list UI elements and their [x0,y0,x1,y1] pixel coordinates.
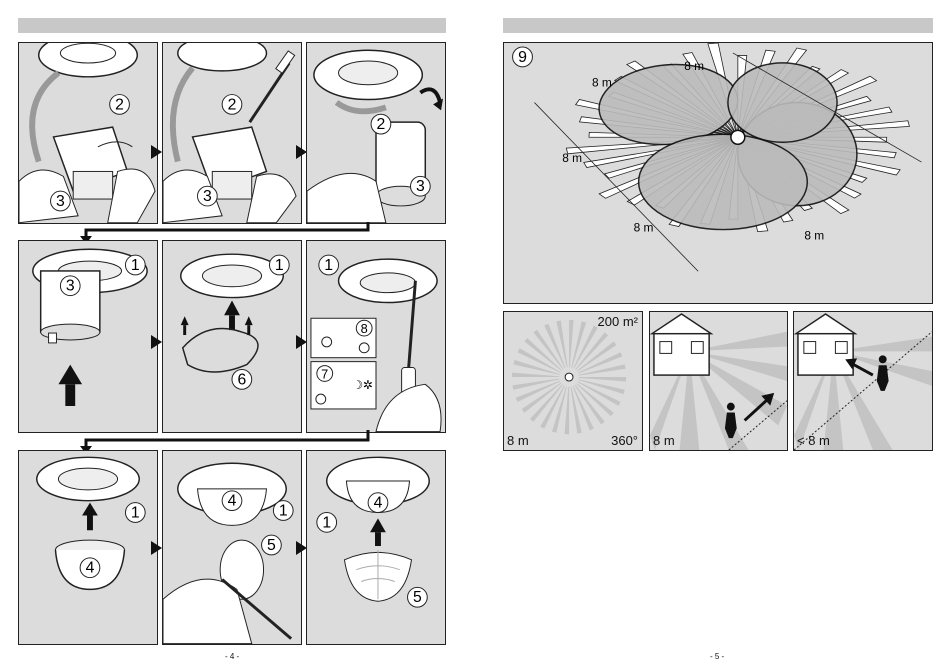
step-panel-9: 4 1 5 [306,450,446,645]
step-panel-1: 2 3 [18,42,158,224]
step-panel-7: 4 1 [18,450,158,645]
callout-4: 4 [228,493,237,510]
moon-icon: ☽✲ [352,378,373,392]
range-label: < 8 m [797,433,830,448]
range-label: 8 m [507,433,529,448]
step-panel-4: 3 1 [18,240,158,433]
coverage-panel-direct: < 8 m [793,311,933,451]
callout-1: 1 [279,502,288,519]
distance-label-bottom-right: 8 m [804,228,824,242]
right-header-bar [503,18,933,33]
step-panel-6: 8 7 ☽✲ 1 [306,240,446,433]
callout-2: 2 [228,96,237,113]
detection-area-diagram: 9 8 m 8 m 8 m 8 m 8 m [503,42,933,304]
callout-2: 2 [377,116,386,133]
callout-7: 7 [321,366,328,381]
angle-label: 360° [611,433,638,448]
left-header-bar [18,18,446,33]
page-number-right: - 5 - [710,652,724,661]
callout-3: 3 [56,193,65,210]
page-number-left: - 4 - [225,652,239,661]
step-panel-3: 2 3 [306,42,446,224]
step-panel-5: 6 1 [162,240,302,433]
callout-1: 1 [131,504,140,521]
callout-1: 1 [275,257,284,274]
step-arrow [151,335,162,349]
callout-1: 1 [131,257,140,274]
step-arrow [151,145,162,159]
step-panel-2: 2 3 [162,42,302,224]
callout-3: 3 [416,178,425,195]
callout-8: 8 [361,321,368,336]
callout-1: 1 [322,514,331,531]
step-arrow [151,541,162,555]
coverage-panel-360: 200 m² 8 m 360° [503,311,643,451]
callout-3: 3 [203,188,212,205]
coverage-panel-approach: 8 m [649,311,788,451]
callout-1: 1 [324,257,333,274]
callout-3: 3 [66,278,75,295]
callout-4: 4 [86,560,95,577]
distance-label-bottom-left: 8 m [634,221,654,235]
callout-5: 5 [413,589,422,606]
area-label: 200 m² [598,314,638,329]
range-label: 8 m [653,433,675,448]
step-panel-8: 4 1 5 [162,450,302,645]
callout-5: 5 [267,537,276,554]
distance-label-top: 8 m [684,59,704,73]
distance-label-left: 8 m [562,151,582,165]
callout-2: 2 [115,96,124,113]
distance-label-upper-left: 8 m [592,76,612,90]
callout-9: 9 [518,49,527,66]
callout-4: 4 [374,495,383,512]
callout-6: 6 [237,371,246,388]
